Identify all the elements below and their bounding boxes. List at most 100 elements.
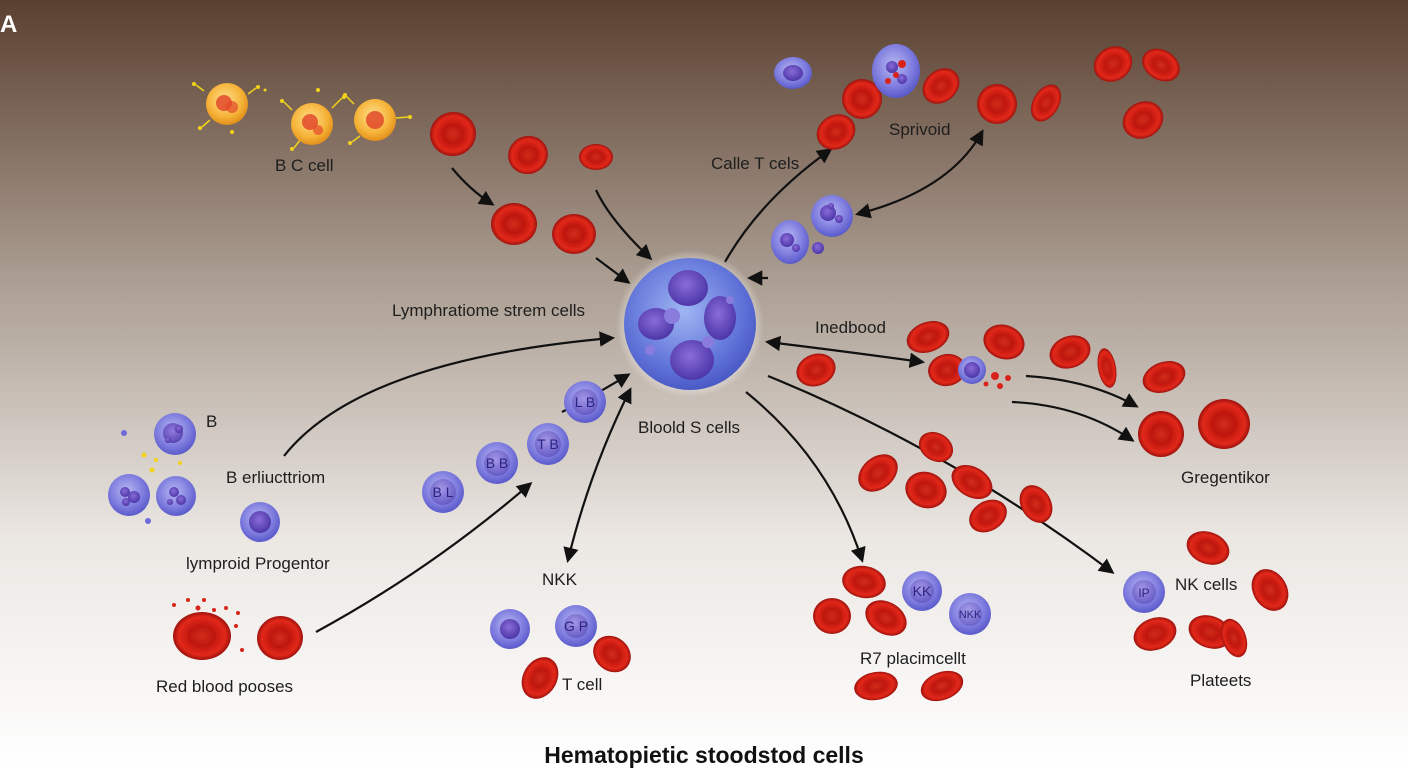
label-lymproid-progentor: lymproid Progentor (186, 554, 330, 573)
progenitor-cell (354, 99, 396, 141)
rbc (1138, 411, 1184, 457)
arrow-center-to-calle (724, 148, 833, 263)
lymphocyte (476, 442, 518, 484)
rbc (1188, 615, 1232, 649)
rbc (1097, 348, 1117, 388)
rbc (579, 144, 613, 170)
badge-nkk: NKK (959, 609, 982, 621)
lymphocyte (902, 571, 942, 611)
rbc (920, 670, 964, 702)
rbc (257, 615, 303, 661)
label-sprivoid: Sprivoid (889, 120, 951, 139)
arrow-inedbood-greg-1 (1025, 374, 1139, 408)
lymphocyte (1123, 571, 1165, 613)
label-red-blood-pooses: Red blood pooses (156, 677, 294, 696)
badge-gp: G P (564, 618, 588, 634)
rbc (521, 657, 559, 699)
label-b-erliucttriom: B erliucttriom (226, 468, 326, 487)
label-nkk: NKK (542, 570, 577, 589)
rbc (865, 600, 907, 636)
arrow-rbc-to-center-2 (595, 189, 653, 261)
lymphocyte (949, 593, 991, 635)
arrow-rbc-to-center-1 (451, 167, 495, 206)
rbc (951, 464, 993, 500)
lymphocyte (156, 476, 196, 516)
rbc (858, 454, 898, 492)
rbc (842, 79, 882, 119)
arrow-inedbood-greg-2 (1011, 400, 1135, 442)
rbc (508, 135, 548, 175)
rbc (854, 671, 898, 701)
rbc (969, 499, 1007, 533)
rbc (1030, 84, 1062, 122)
progenitor-cell (206, 83, 248, 125)
badge-tb: T B (537, 436, 559, 452)
lymphocyte-small (812, 242, 824, 254)
label-blood-s-cells: Bloold S cells (638, 418, 741, 437)
rbc (1142, 48, 1180, 82)
rbc (922, 68, 960, 104)
rbc (1186, 531, 1230, 565)
arrow-center-nkcells (767, 374, 1115, 574)
rbc (905, 471, 947, 509)
lymphocyte (872, 44, 920, 98)
rbc (928, 353, 966, 387)
arrow-redblood-curve (315, 481, 533, 633)
rbc (552, 214, 596, 254)
lymphocyte (811, 195, 853, 237)
arrow-lymphoid-curve (283, 331, 616, 457)
badge-bb: B B (486, 455, 509, 471)
arrow-calle-sprivoid (855, 129, 984, 219)
lymphocyte (154, 413, 196, 455)
label-inedbood: Inedbood (815, 318, 886, 337)
rbc (1049, 335, 1091, 369)
rbc (796, 353, 836, 387)
red-blood-cells (173, 46, 1289, 702)
rbc (491, 203, 537, 245)
blue-cells (108, 44, 1165, 649)
panel-letter: A (0, 11, 18, 38)
progenitor-cell (291, 103, 333, 145)
rbc (906, 321, 950, 353)
rbc (977, 84, 1017, 124)
rbc (173, 612, 231, 660)
label-plateets: Plateets (1190, 671, 1252, 690)
label-t-cell: T cell (562, 675, 603, 694)
rbc (1122, 101, 1164, 139)
central-stem-cell (616, 250, 764, 398)
rbc (1251, 569, 1289, 611)
arrow-center-nkk (563, 387, 632, 563)
lymphocyte (240, 502, 280, 542)
rbc (918, 431, 954, 463)
rbc (1133, 617, 1177, 651)
rbc (1220, 618, 1248, 658)
label-r7-placimcellt: R7 placimcellt (860, 649, 966, 668)
rbc (813, 598, 851, 634)
lymphocyte (490, 609, 530, 649)
badge-kk: KK (913, 583, 932, 599)
lymphocyte (771, 220, 809, 264)
lymphocyte (422, 471, 464, 513)
rbc (593, 635, 631, 673)
label-gregentikor: Gregentikor (1181, 468, 1270, 487)
badge-bl: B L (432, 484, 453, 500)
label-lymphratiome: Lymphratiome strem cells (392, 301, 586, 320)
label-nk-cells: NK cells (1175, 575, 1238, 594)
lymphocyte (527, 423, 569, 465)
rbc (1198, 399, 1250, 449)
rbc (842, 565, 886, 599)
arrow-rbc-to-center-3 (595, 257, 631, 284)
bc-progenitor-cells (192, 82, 412, 151)
rbc (1142, 361, 1186, 393)
arrow-center-inedbood (764, 335, 926, 368)
lymphocyte (774, 57, 812, 89)
rbc (983, 324, 1025, 360)
rbc (1019, 485, 1053, 523)
label-b: B (206, 412, 218, 431)
label-calle-t-cells: Calle T cels (711, 154, 800, 173)
badge-lb: L B (575, 394, 596, 410)
figure-title: Hematopietic stoodstod cells (544, 742, 864, 768)
lymphocyte (108, 474, 150, 516)
arrow-center-placimcell (745, 391, 866, 563)
